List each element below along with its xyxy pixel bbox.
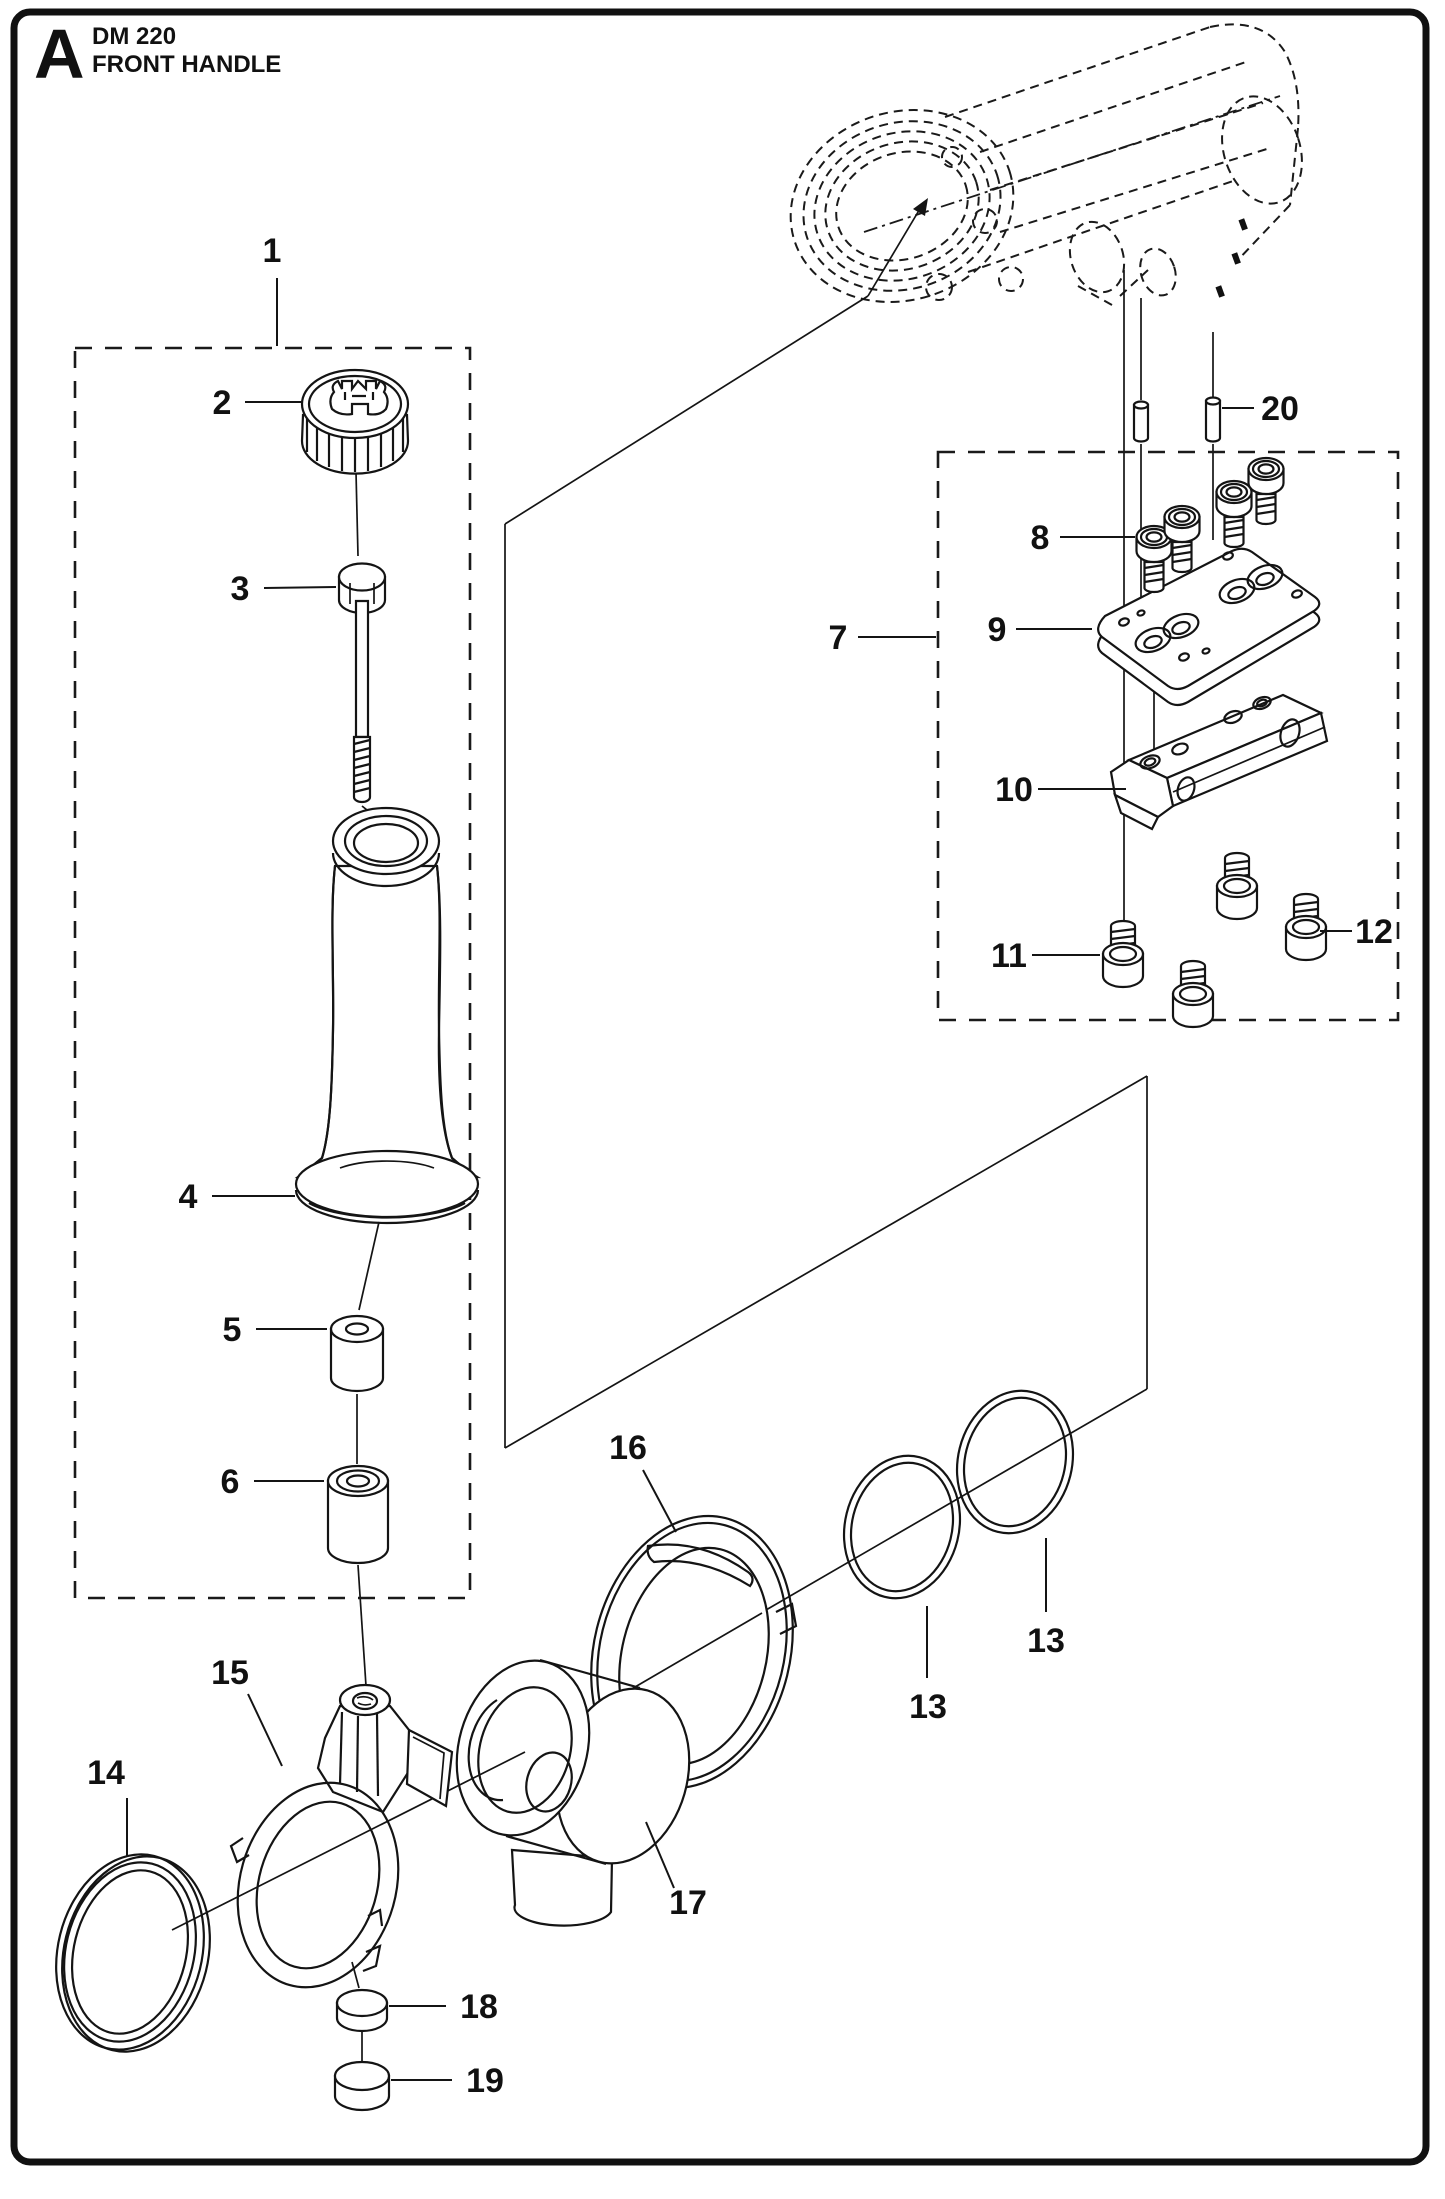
part-11-12-set-screws [1101,851,1328,1029]
part-13-oring-middle [842,1454,962,1600]
section-title: FRONT HANDLE [92,51,281,78]
callout-17: 17 [669,1884,707,1922]
part-6-spacer [326,1464,390,1565]
part-2-cap [300,368,410,475]
part-3-bolt [337,562,387,804]
screw [1215,479,1253,549]
part-17-bushing [455,1658,691,1927]
callout-2: 2 [213,384,232,422]
axis-15-18 [351,1961,360,1989]
arrow-head [913,198,928,216]
screw [1135,524,1173,594]
axis-line-lower [171,1751,526,1931]
mounting-plane-lines [504,198,1148,1449]
part-5-spacer [329,1314,385,1393]
callout-4: 4 [179,1178,198,1216]
page-corner-letter: A [34,15,85,93]
part-9-plate [1097,547,1321,707]
set-screw [1171,959,1215,1029]
callout-15: 15 [211,1654,249,1692]
callout-7: 7 [829,619,848,657]
callout-20: 20 [1261,390,1299,428]
screw [1163,504,1201,574]
callout-16: 16 [609,1429,647,1467]
callout-1: 1 [263,232,282,270]
callout-10: 10 [995,771,1033,809]
housing-cast-marks [1215,218,1248,298]
plate-holes [1118,551,1303,662]
part-10-clamp-bar [1109,693,1329,831]
crown-logo-icon [329,379,389,416]
part-14-ring [55,1853,211,2053]
callout-12: 12 [1355,913,1393,951]
callout-9: 9 [988,611,1007,649]
callout-3: 3 [231,570,250,608]
callout-8: 8 [1031,519,1050,557]
callout-leaders [126,278,1352,2081]
part-20-pins [1132,396,1222,443]
cap-knurl [305,418,405,472]
group-box-7 [936,450,1400,1022]
screw [1247,456,1285,526]
part-4-handle-grip [294,806,482,1225]
title-block: A DM 220 FRONT HANDLE [34,15,281,93]
machine-outline [789,23,1303,306]
set-screw [1101,919,1145,989]
part-19-plug [333,2060,391,2112]
part-15-clamp [229,1683,454,1989]
set-screw [1284,892,1328,962]
callout-19: 19 [466,2062,504,2100]
part-18-plug [335,1988,389,2033]
bar-holes [1139,695,1301,802]
model-title: DM 220 [92,23,176,50]
bolt-threads [352,735,372,804]
callout-14: 14 [87,1754,125,1792]
callout-5: 5 [223,1311,242,1349]
page-border [10,8,1430,2166]
callout-18: 18 [460,1988,498,2026]
group-box-1 [73,346,472,1600]
part-13-oring-right [955,1389,1075,1535]
callout-13a: 13 [1027,1622,1065,1660]
callout-11: 11 [991,937,1027,975]
part-8-screws [1135,456,1285,594]
callout-13b: 13 [909,1688,947,1726]
set-screw [1215,851,1259,921]
callout-6: 6 [221,1463,240,1501]
